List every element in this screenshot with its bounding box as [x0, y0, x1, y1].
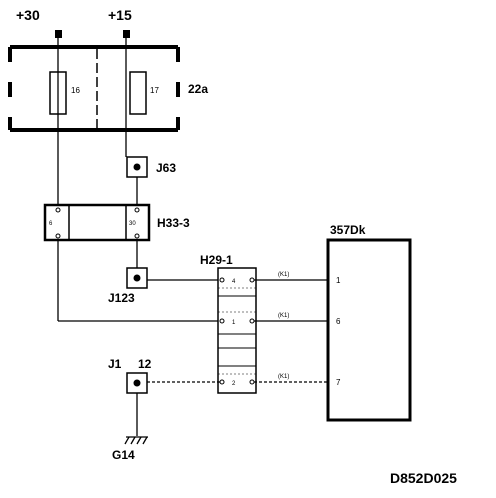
ground-label: G14 — [112, 448, 135, 462]
wire-tag-pin2: (K1) — [278, 374, 289, 380]
module-label: 357Dk — [330, 223, 366, 237]
wire-30 — [57, 38, 220, 322]
j63-label: J63 — [156, 161, 176, 175]
fuse-16-label: 16 — [71, 86, 80, 95]
module-357dk — [326, 238, 412, 422]
module-pin-1-label: 1 — [336, 276, 341, 285]
wire-tag-pin1: (K1) — [278, 313, 289, 319]
j1-pin-label: 12 — [138, 357, 152, 371]
h29-pin-2-label: 2 — [232, 381, 236, 387]
j63-pin — [133, 163, 141, 171]
h29-pin-1-label: 1 — [232, 320, 236, 326]
terminal-30 — [55, 30, 62, 38]
j1-pin — [133, 379, 141, 387]
module-pin-7-label: 7 — [336, 378, 341, 387]
h29-connector — [217, 267, 257, 394]
wire-tag-pin4: (K1) — [278, 272, 289, 278]
diagram-code: D852D025 — [390, 470, 457, 486]
fuse-block-label: 22a — [188, 82, 208, 96]
relay-pin-6-label: 6 — [49, 221, 53, 227]
supply-label-30: +30 — [16, 7, 40, 23]
j1-label: J1 — [108, 357, 122, 371]
fuse-block-22a — [8, 45, 180, 132]
relay-label: H33-3 — [157, 216, 190, 230]
wire-15 — [125, 38, 220, 281]
j123-label: J123 — [108, 291, 135, 305]
j123-pin — [133, 274, 141, 282]
supply-label-15: +15 — [108, 7, 132, 23]
module-pin-6-label: 6 — [336, 317, 341, 326]
relay-h33-3 — [43, 203, 151, 242]
h29-pin-4-label: 4 — [232, 279, 236, 285]
h29-label: H29-1 — [200, 253, 233, 267]
fuse-17-symbol — [129, 71, 147, 115]
fuse-17-label: 17 — [150, 86, 159, 95]
terminal-15 — [123, 30, 130, 38]
ground-icon — [124, 436, 148, 445]
wires-to-module — [254, 279, 328, 383]
relay-pin-30-label: 30 — [129, 221, 136, 227]
